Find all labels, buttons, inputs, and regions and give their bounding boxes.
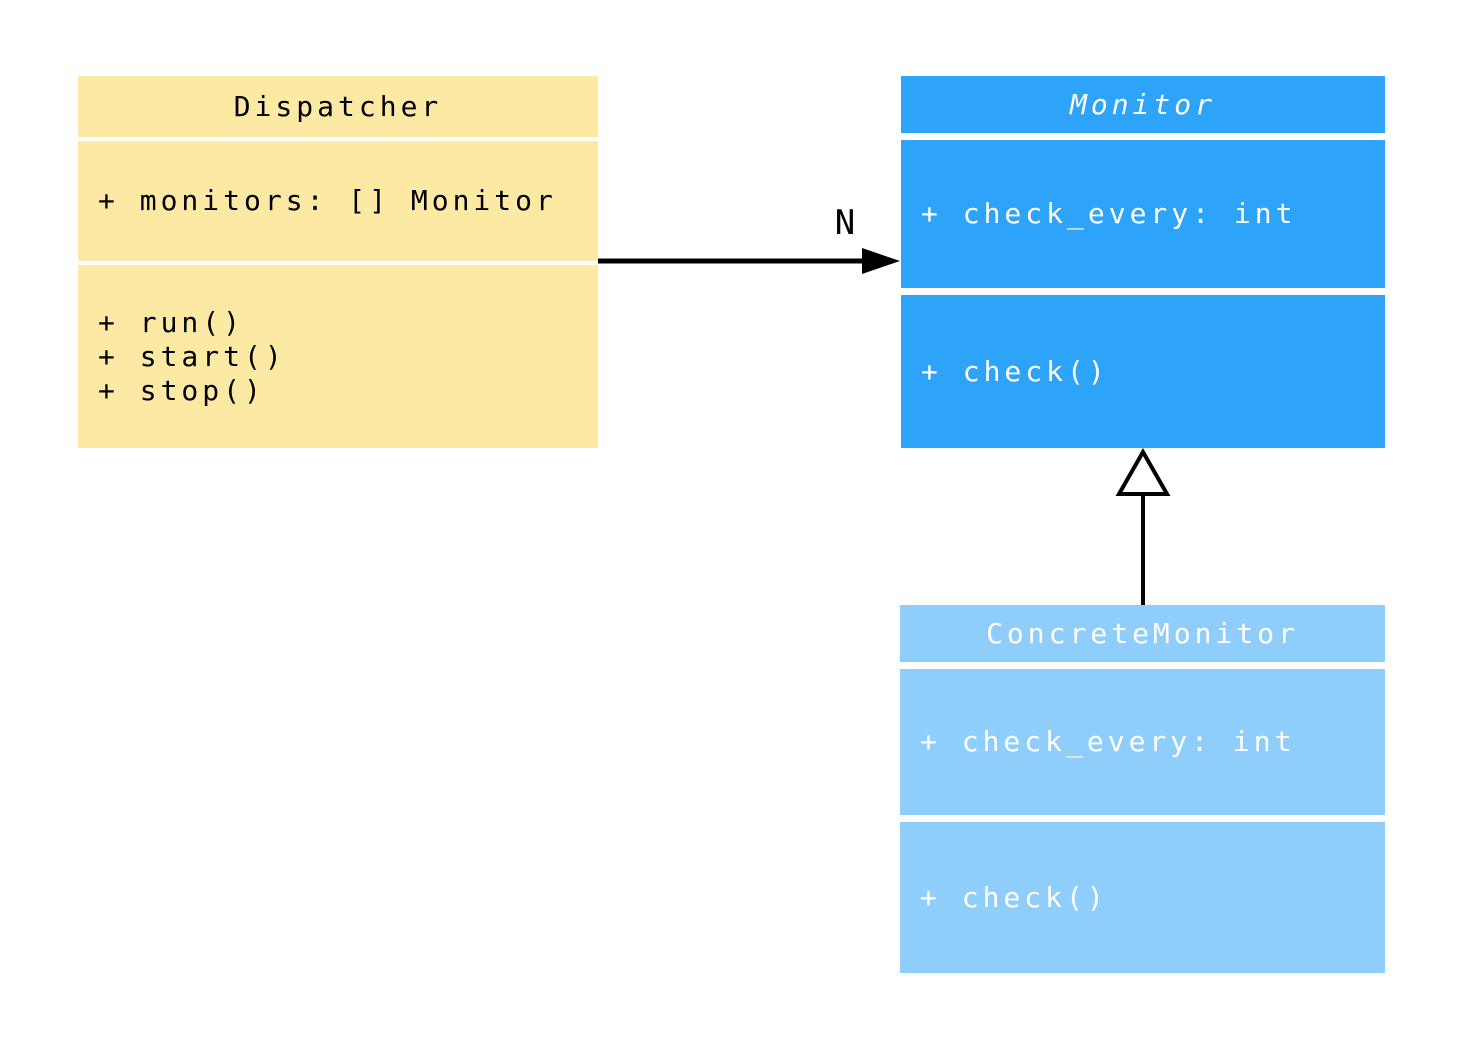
class-box-dispatcher: Dispatcher + monitors: [] Monitor + run(…	[78, 76, 598, 448]
class-methods-dispatcher: + run() + start() + stop()	[78, 265, 598, 448]
method-line: + stop()	[98, 373, 265, 407]
association-arrow-dispatcher-to-monitor	[598, 248, 900, 274]
class-title-concretemonitor: ConcreteMonitor	[900, 605, 1385, 662]
class-attributes-monitor: + check_every: int	[901, 140, 1385, 288]
class-methods-concretemonitor: + check()	[900, 822, 1385, 973]
method-line: + start()	[98, 339, 286, 373]
class-methods-monitor: + check()	[901, 295, 1385, 448]
attribute-line: + check_every: int	[920, 725, 1296, 758]
inheritance-arrow-concretemonitor-to-monitor	[1115, 447, 1171, 605]
method-line: + check()	[921, 354, 1109, 388]
association-multiplicity-label: N	[834, 203, 856, 243]
class-box-concretemonitor: ConcreteMonitor + check_every: int + che…	[900, 605, 1385, 973]
class-attributes-concretemonitor: + check_every: int	[900, 669, 1385, 815]
method-line: + check()	[920, 880, 1108, 914]
attribute-line: + check_every: int	[921, 197, 1297, 230]
class-title-dispatcher: Dispatcher	[78, 76, 598, 137]
method-line: + run()	[98, 305, 245, 339]
attribute-line: + monitors: [] Monitor	[98, 184, 557, 217]
class-title-monitor: Monitor	[901, 76, 1385, 133]
class-attributes-dispatcher: + monitors: [] Monitor	[78, 141, 598, 261]
class-box-monitor: Monitor + check_every: int + check()	[901, 76, 1385, 448]
